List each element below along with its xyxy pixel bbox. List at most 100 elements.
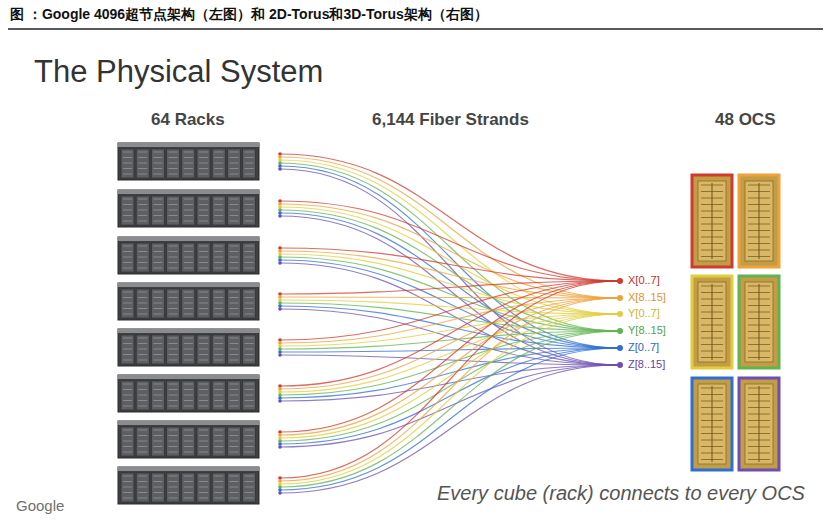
rack-slot (184, 152, 193, 153)
rack-slot (184, 314, 193, 315)
rack-panel (197, 427, 210, 456)
rack-slot (123, 308, 132, 309)
fiber-strand (280, 365, 620, 447)
rack-slot (123, 168, 132, 169)
rack-slot (199, 215, 208, 216)
rack-slot (138, 476, 147, 477)
rack-slot (214, 492, 223, 493)
logo-text: Google (16, 497, 64, 514)
rack-slot (184, 268, 193, 269)
rack-slot (214, 303, 223, 304)
rack-slot (199, 435, 208, 436)
ocs-board (745, 282, 773, 362)
rack-slot (199, 338, 208, 339)
rack-panel (182, 196, 195, 225)
rack-slot (214, 215, 223, 216)
rack-slot (229, 349, 238, 350)
rack-panel (197, 196, 210, 225)
rack-slot (123, 498, 132, 499)
rack-slot (229, 251, 238, 252)
rack-panel (121, 243, 134, 272)
rack-slot (123, 435, 132, 436)
rack-slot (199, 354, 208, 355)
rack-slot (245, 174, 254, 175)
rack-slot (184, 215, 193, 216)
rack-slot (229, 360, 238, 361)
rack-panel (167, 196, 180, 225)
rack-slot (138, 441, 147, 442)
rack-slot (138, 384, 147, 385)
rack-slot (229, 257, 238, 258)
rack-slot (184, 446, 193, 447)
rack-slot (229, 297, 238, 298)
fiber-endpoint (617, 295, 623, 301)
fiber-dot (278, 214, 282, 218)
rack-slot (123, 430, 132, 431)
rack-slot (184, 481, 193, 482)
rack-top (118, 421, 259, 425)
ocs-unit (739, 378, 779, 470)
fiber-strand (280, 365, 620, 493)
rack-slot (229, 430, 238, 431)
rack-slot (153, 492, 162, 493)
rack-slot (199, 492, 208, 493)
rack-slot (138, 303, 147, 304)
rack-slot (199, 152, 208, 153)
rack-slot (214, 384, 223, 385)
fiber-strand (280, 163, 620, 331)
rack-body (118, 329, 259, 366)
rack-slot (123, 268, 132, 269)
rack-slot (169, 314, 178, 315)
rack-panel (151, 335, 164, 364)
rack-slot (123, 292, 132, 293)
rack-slot (229, 452, 238, 453)
rack-slot (153, 487, 162, 488)
rack-slot (153, 221, 162, 222)
rack-slot (214, 441, 223, 442)
rack-slot (214, 400, 223, 401)
rack-panel (212, 289, 225, 318)
rack-slot (229, 268, 238, 269)
rack-slot (153, 210, 162, 211)
rack-slot (138, 257, 147, 258)
rack-slot (214, 338, 223, 339)
ocs-unit (692, 175, 732, 267)
column-heading: 6,144 Fiber Strands (372, 110, 529, 130)
rack-slot (184, 354, 193, 355)
rack-slot (138, 215, 147, 216)
rack-body (118, 283, 259, 320)
rack-panel (167, 335, 180, 364)
rack-slot (153, 308, 162, 309)
header-rule (8, 28, 823, 30)
rack-panel (227, 381, 240, 410)
ocs-box (692, 175, 732, 267)
rack-slot (214, 487, 223, 488)
rack-slot (153, 303, 162, 304)
ocs-board (745, 181, 773, 261)
fiber-strand (280, 348, 620, 398)
rack-slot (184, 435, 193, 436)
slide-title: The Physical System (34, 54, 323, 90)
ocs-board (698, 282, 726, 362)
rack-slot (214, 308, 223, 309)
rack-panel (121, 473, 134, 502)
rack-slot (153, 354, 162, 355)
rack-slot (214, 435, 223, 436)
rack-panel (121, 381, 134, 410)
fiber-dot (278, 399, 282, 403)
rack-panel (243, 335, 256, 364)
rack-slot (153, 430, 162, 431)
rack-slot (169, 481, 178, 482)
rack-slot (138, 338, 147, 339)
rack-slot (123, 199, 132, 200)
rack-slot (138, 360, 147, 361)
rack-panel (167, 289, 180, 318)
rack-slot (199, 384, 208, 385)
rack-slot (199, 246, 208, 247)
rack-panel (243, 473, 256, 502)
rack-slot (169, 308, 178, 309)
rack-slot (229, 168, 238, 169)
rack-slot (245, 395, 254, 396)
rack-top (118, 375, 259, 379)
rack-slot (229, 262, 238, 263)
